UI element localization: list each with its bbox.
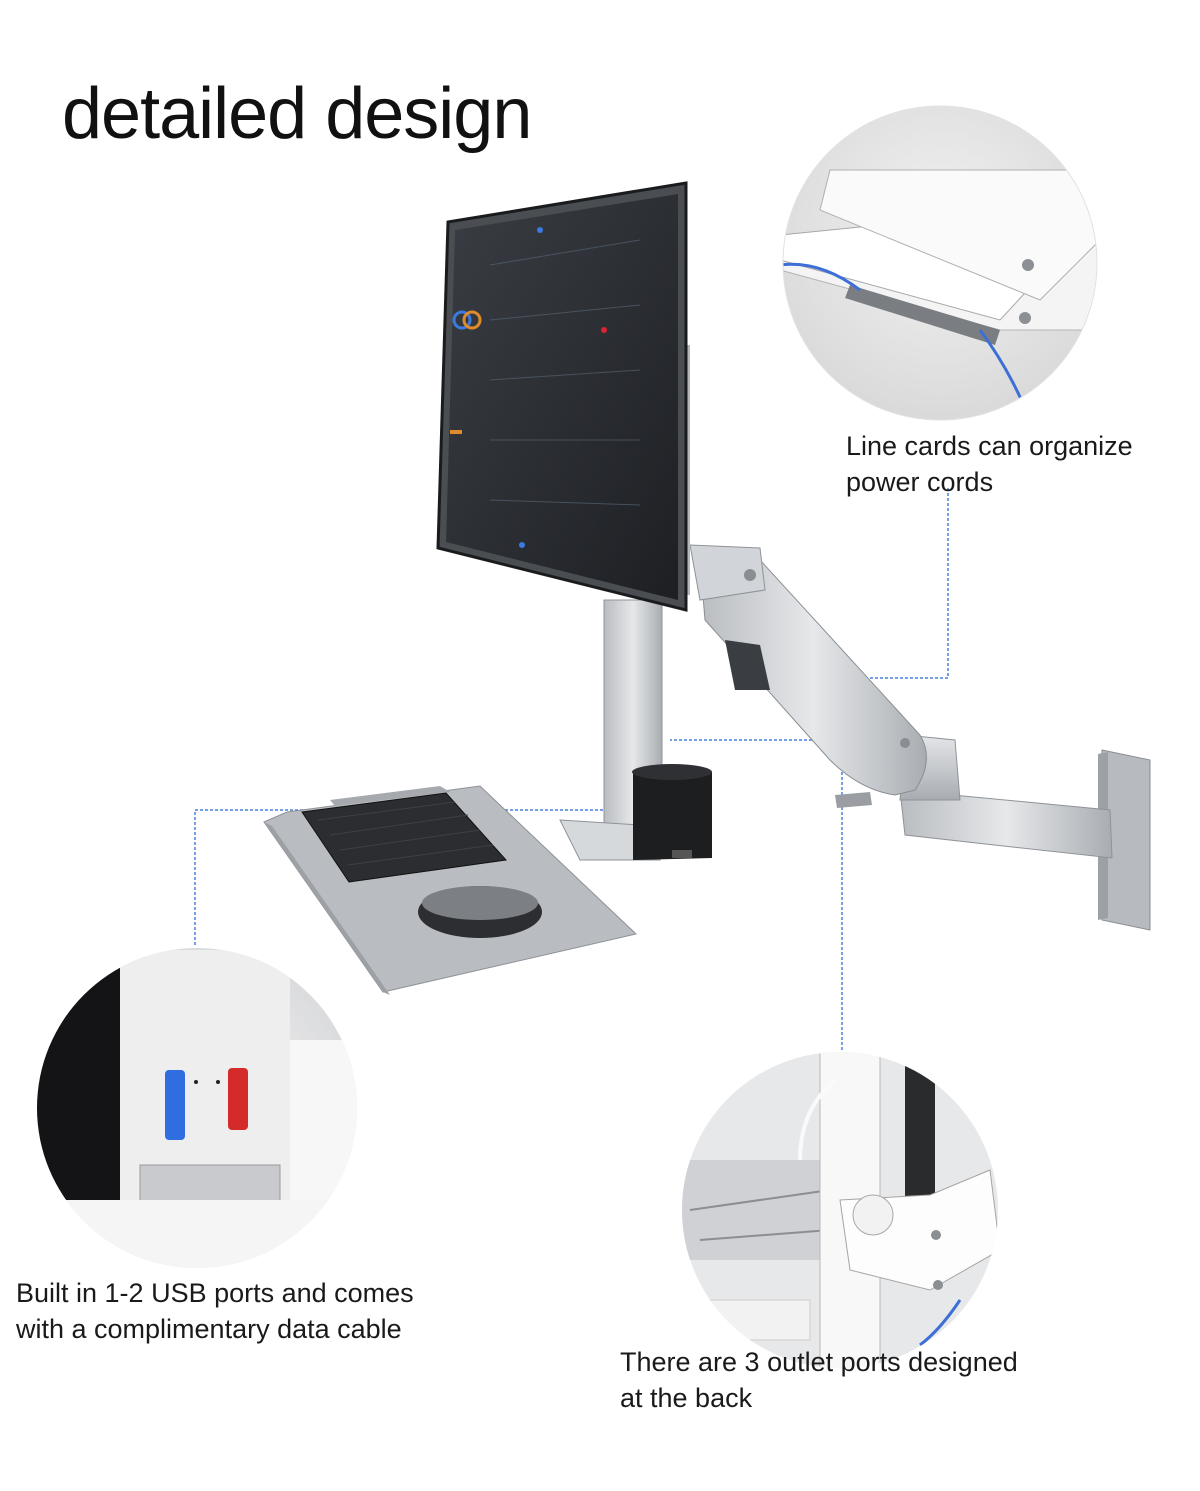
page-title: detailed design	[62, 74, 532, 154]
keyboard	[301, 792, 507, 883]
detail-circle-usb-ports	[37, 948, 357, 1268]
callout-outlet-ports: There are 3 outlet ports designed at the…	[620, 1344, 1080, 1416]
callout-line: Built in 1-2 USB ports and comes	[16, 1278, 414, 1308]
detail-circle-outlet-ports	[682, 1052, 998, 1368]
cup-holder	[632, 764, 712, 860]
callout-line: There are 3 outlet ports designed	[620, 1347, 1018, 1377]
detail-circle-cable-management	[783, 106, 1097, 420]
callout-line: Line cards can organize	[846, 431, 1133, 461]
callout-usb-ports: Built in 1-2 USB ports and comes with a …	[16, 1275, 476, 1347]
callout-line: at the back	[620, 1383, 753, 1413]
monitor	[436, 181, 688, 612]
wall-mount-arm	[689, 544, 1151, 931]
callout-line: with a complimentary data cable	[16, 1314, 402, 1344]
callout-line: power cords	[846, 467, 994, 497]
callout-cable-management: Line cards can organize power cords	[846, 428, 1186, 500]
mouse	[418, 886, 542, 938]
